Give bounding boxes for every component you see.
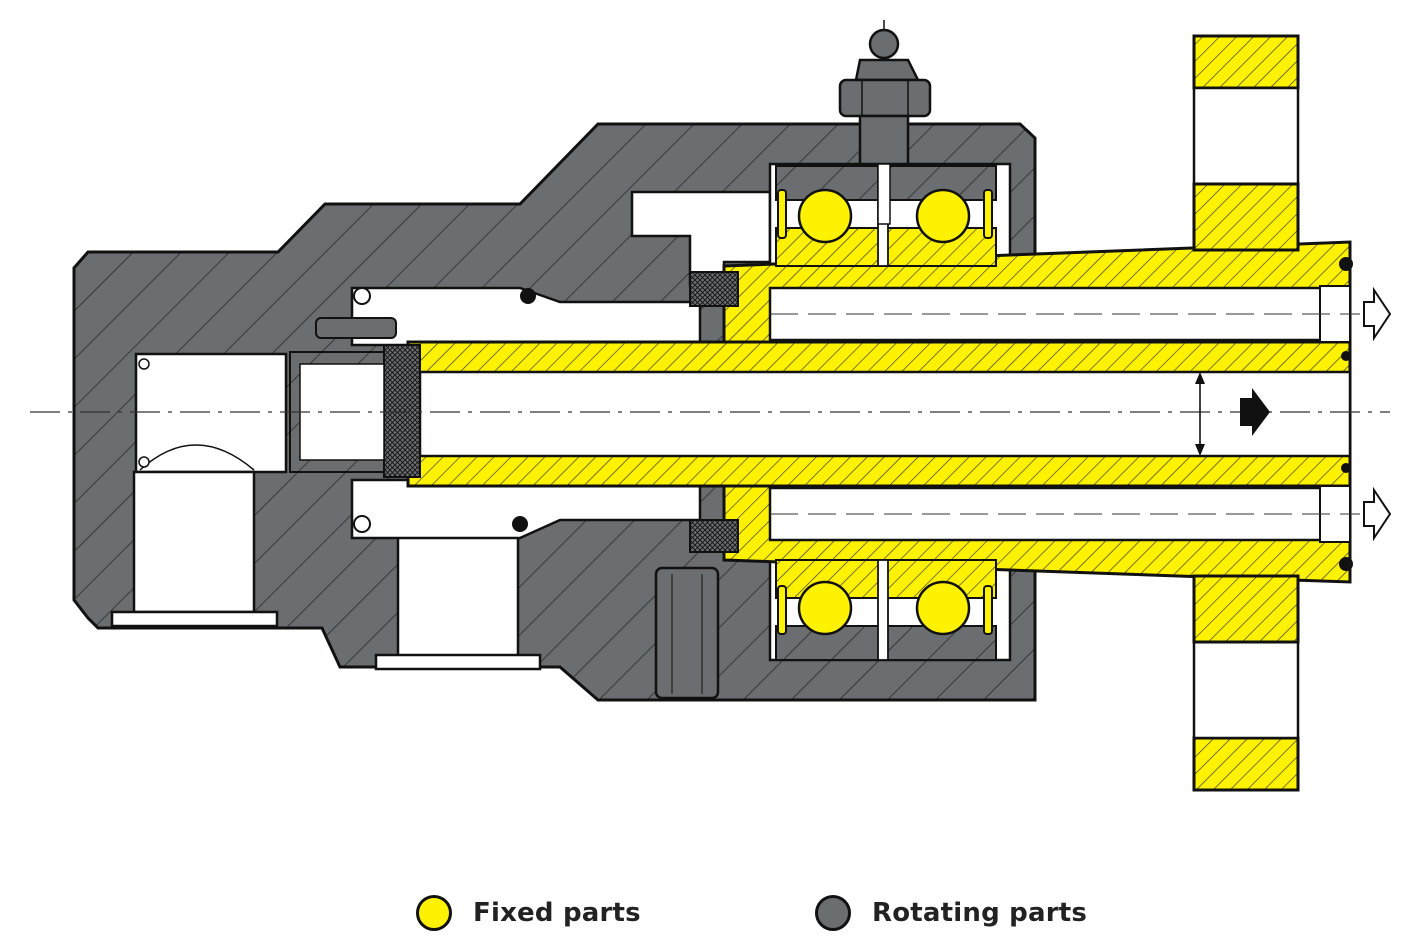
central-bore (418, 370, 1352, 458)
snap-ring (777, 585, 787, 635)
yellow-swatch-icon (416, 895, 452, 931)
grey-swatch-icon (815, 895, 851, 931)
bearing-ball (915, 580, 971, 636)
o-ring (1339, 257, 1353, 271)
snap-ring (983, 585, 993, 635)
mechanical-seal-bottom (689, 519, 739, 553)
bearing-spacer (877, 559, 889, 661)
flange-top-slot (1192, 86, 1300, 186)
flange-top-hub (1192, 182, 1300, 252)
bearing-ball (915, 188, 971, 244)
flow-direction-arrow (1240, 388, 1270, 436)
left-port-cap (110, 610, 279, 628)
o-ring (353, 287, 371, 305)
o-ring (520, 288, 536, 304)
set-screw (315, 317, 397, 339)
center-port-cap (374, 653, 542, 671)
upper-outlet-arrow (1363, 286, 1392, 342)
snap-ring (777, 189, 787, 239)
o-ring (512, 516, 528, 532)
legend-rotating-parts: Rotating parts (815, 895, 1087, 931)
left-inlet-bore (134, 352, 288, 474)
bearing-ball (797, 188, 853, 244)
o-ring (138, 358, 150, 370)
o-ring (1341, 463, 1351, 473)
legend-fixed-parts: Fixed parts (416, 895, 641, 931)
grease-nipple (838, 20, 932, 225)
lower-outlet-arrow (1363, 486, 1392, 542)
mechanical-seal-top (689, 271, 739, 307)
o-ring (1339, 557, 1353, 571)
seal-ring (383, 344, 421, 478)
drain-plug (654, 566, 720, 700)
left-port (132, 470, 256, 614)
left-port-dome (139, 444, 255, 471)
diameter-arrow (1195, 372, 1205, 456)
flange-bottom-slot (1192, 640, 1300, 740)
flange-top (1192, 34, 1300, 90)
o-ring (1341, 351, 1351, 361)
snap-ring (983, 189, 993, 239)
legend-label-fixed: Fixed parts (473, 898, 641, 928)
legend-label-rotating: Rotating parts (872, 898, 1088, 928)
o-ring (138, 456, 150, 468)
flange-bottom (1192, 736, 1300, 792)
o-ring (353, 515, 371, 533)
bearing-ball (797, 580, 853, 636)
flange-bottom-hub (1192, 574, 1300, 644)
